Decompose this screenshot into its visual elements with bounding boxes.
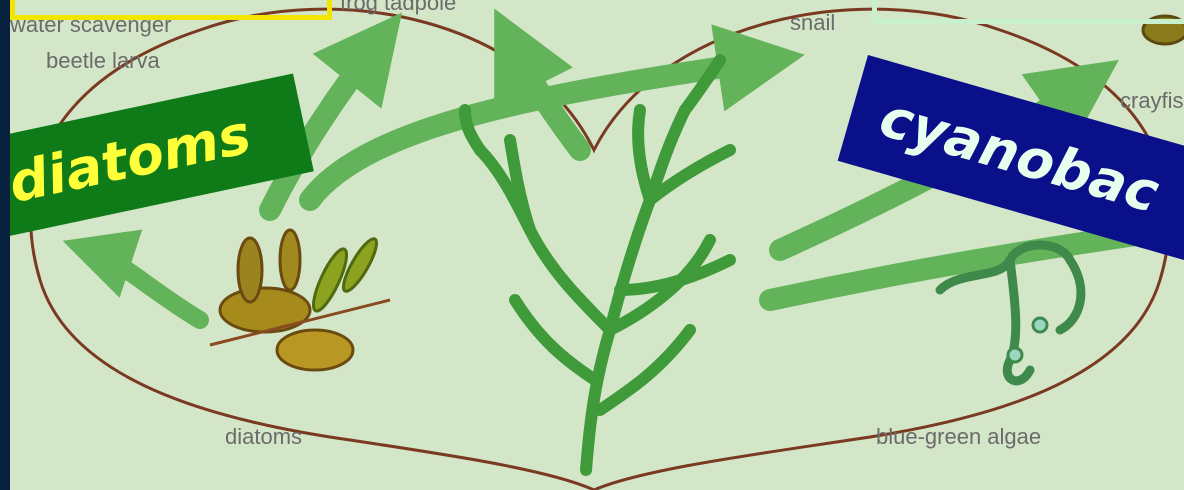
label-frog-tadpole: frog tadpole <box>340 0 456 16</box>
label-snail: snail <box>790 10 835 36</box>
diatoms-illustration <box>210 230 390 370</box>
green-alga-illustration <box>465 60 730 470</box>
label-diatoms: diatoms <box>225 424 302 450</box>
label-beetle-larva: beetle larva <box>46 48 160 74</box>
label-crayfish: crayfis <box>1120 88 1184 114</box>
diagram-artwork <box>10 0 1184 490</box>
arrow-blue-green <box>770 230 1170 300</box>
mint-frame <box>872 0 1184 24</box>
arrow-to-beetle <box>90 250 200 320</box>
yellow-frame <box>10 0 332 20</box>
diagram-stage: water scavenger beetle larva frog tadpol… <box>10 0 1184 490</box>
label-blue-green-algae: blue-green algae <box>876 424 1041 450</box>
